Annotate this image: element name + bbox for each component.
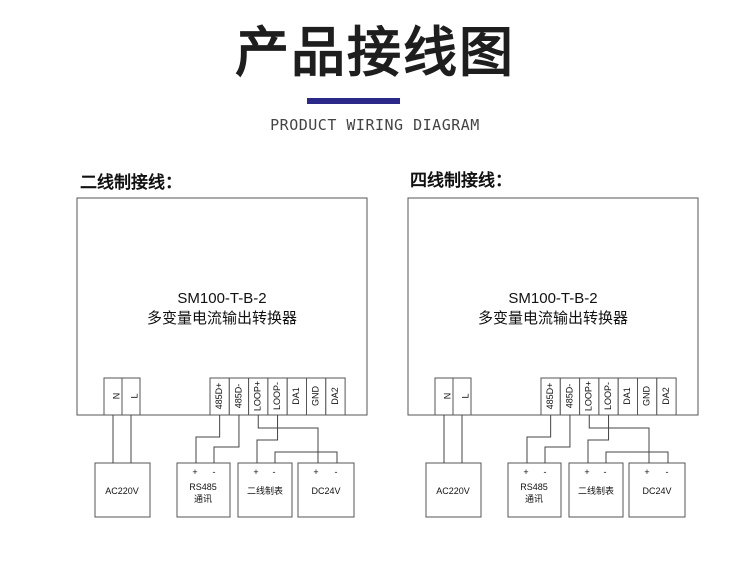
d1-device-name: 多变量电流输出转换器 [147, 310, 297, 327]
d2-dc24v-label: DC24V [642, 486, 671, 496]
d2-two-wire-box [568, 462, 624, 518]
d2-ac220v-label: AC220V [436, 486, 470, 496]
d1-two-wire-label: 二线制表 [247, 485, 283, 496]
d2-device-model: SM100-T-B-2 [508, 290, 597, 307]
d1-dc24v-label: DC24V [311, 486, 340, 496]
d1-wire-485d-plus [195, 415, 221, 463]
d2-device-name: 多变量电流输出转换器 [478, 310, 628, 327]
d2-wire-485d-plus [526, 415, 552, 463]
d1-terminal-label-l: L [129, 393, 139, 398]
d1-two-wire-box [237, 462, 293, 518]
d1-terminal-label-da2: DA2 [330, 387, 340, 405]
d2-terminal-label-gnd: GND [642, 386, 652, 407]
d1-dc24v-box [297, 462, 355, 518]
d2-terminal-label-da1: DA1 [622, 387, 632, 405]
d2-wire-485d-minus [544, 415, 571, 463]
page-subtitle: PRODUCT WIRING DIAGRAM [270, 116, 480, 134]
d1-terminal-da2 [325, 377, 346, 416]
d1-wire-loop-plus [257, 415, 319, 463]
d2-terminal-label-n: N [442, 393, 452, 400]
d1-terminal-label-485d-plus: 485D+ [214, 383, 224, 410]
d1-terminal-label-n: N [111, 393, 121, 400]
d1-rs485-minus: - [213, 467, 216, 477]
title-underline [307, 98, 400, 104]
section-label-four-wire: 四线制接线： [410, 171, 512, 191]
d1-wire-485d-minus [213, 415, 240, 463]
d1-terminal-label-da1: DA1 [291, 387, 301, 405]
d1-ac220v-box [94, 462, 151, 518]
d2-two-wire-label: 二线制表 [578, 485, 614, 496]
d2-terminal-da2 [656, 377, 677, 416]
d1-rs485-sub-label: 通讯 [194, 494, 212, 504]
d1-two-wire-minus: - [273, 467, 276, 477]
d2-rs485-minus: - [544, 467, 547, 477]
d2-rs485-sub-label: 通讯 [525, 494, 543, 504]
d2-rs485-label: RS485 [520, 482, 548, 492]
d1-terminal-label-gnd: GND [311, 386, 321, 407]
d2-ac220v-box [425, 462, 482, 518]
d2-terminal-label-l: L [460, 393, 470, 398]
d1-dc24v-minus: - [335, 467, 338, 477]
d1-wire-loop-minus [256, 415, 279, 463]
d1-two-wire-plus: + [253, 467, 258, 477]
d2-terminal-label-da2: DA2 [661, 387, 671, 405]
d2-rs485-box [507, 462, 562, 518]
d2-dc24v-plus: + [644, 467, 649, 477]
d1-dc24v-plus: + [313, 467, 318, 477]
section-label-two-wire: 二线制接线： [80, 173, 182, 193]
d2-terminal-label-485d-plus: 485D+ [545, 383, 555, 410]
d1-rs485-plus: + [192, 467, 197, 477]
d2-two-wire-minus: - [604, 467, 607, 477]
d1-device-model: SM100-T-B-2 [177, 290, 266, 307]
d2-terminal-label-485d-minus: 485D- [564, 384, 574, 409]
d1-terminal-label-485d-minus: 485D- [233, 384, 243, 409]
d2-dc24v-box [628, 462, 686, 518]
d2-rs485-plus: + [523, 467, 528, 477]
d1-wire-meter-dc [274, 451, 338, 463]
d1-ac220v-label: AC220V [105, 486, 139, 496]
d2-terminal-label-loop-minus: LOOP- [603, 382, 613, 410]
d1-terminal-label-loop-minus: LOOP- [272, 382, 282, 410]
d2-wire-meter-dc [605, 451, 669, 463]
d2-dc24v-minus: - [666, 467, 669, 477]
d2-terminal-label-loop-plus: LOOP+ [584, 381, 594, 411]
d2-wire-loop-minus [587, 415, 610, 463]
page-title: 产品接线图 [235, 21, 515, 84]
d2-two-wire-plus: + [584, 467, 589, 477]
d1-rs485-label: RS485 [189, 482, 217, 492]
d2-wire-loop-plus [588, 415, 650, 463]
d1-terminal-label-loop-plus: LOOP+ [253, 381, 263, 411]
d1-rs485-box [176, 462, 231, 518]
